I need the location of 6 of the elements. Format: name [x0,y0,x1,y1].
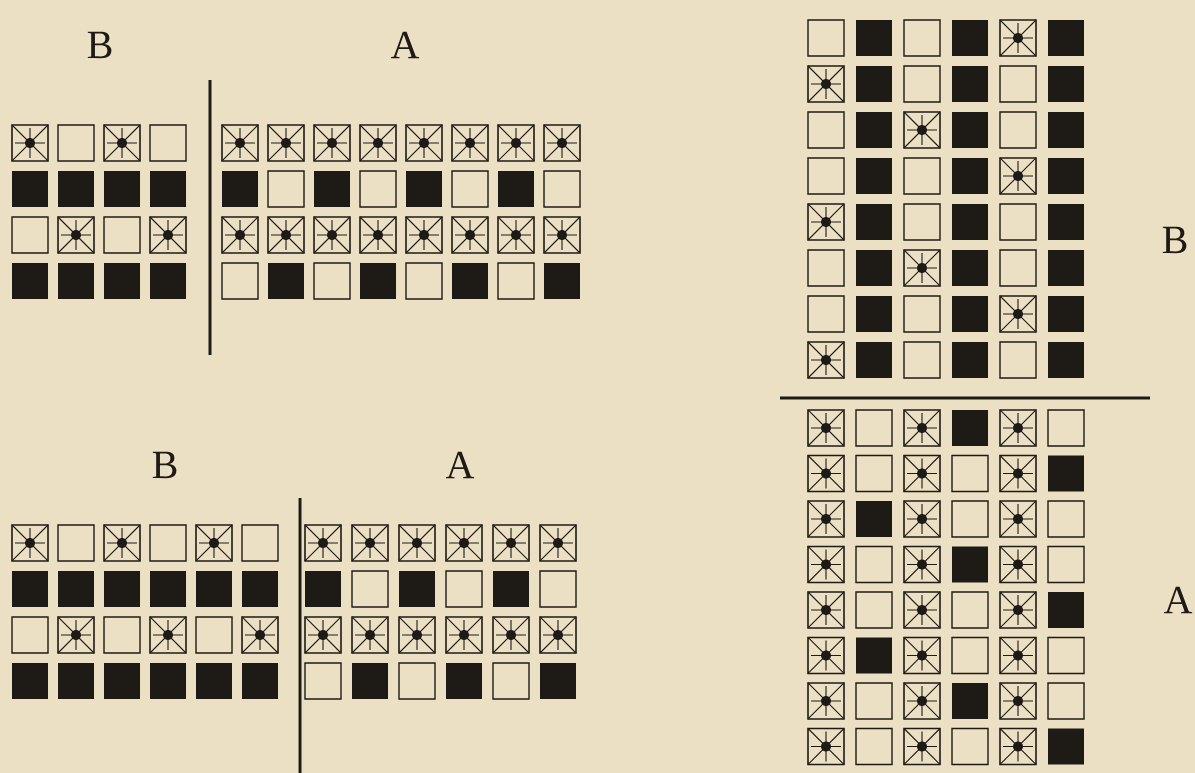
section-letter: A [1163,586,1193,614]
section-letter: A [445,451,475,479]
section-letter: B [152,451,177,479]
section-letter: A [390,31,420,59]
section-letter: B [87,31,112,59]
section-letter: B [1162,226,1187,254]
